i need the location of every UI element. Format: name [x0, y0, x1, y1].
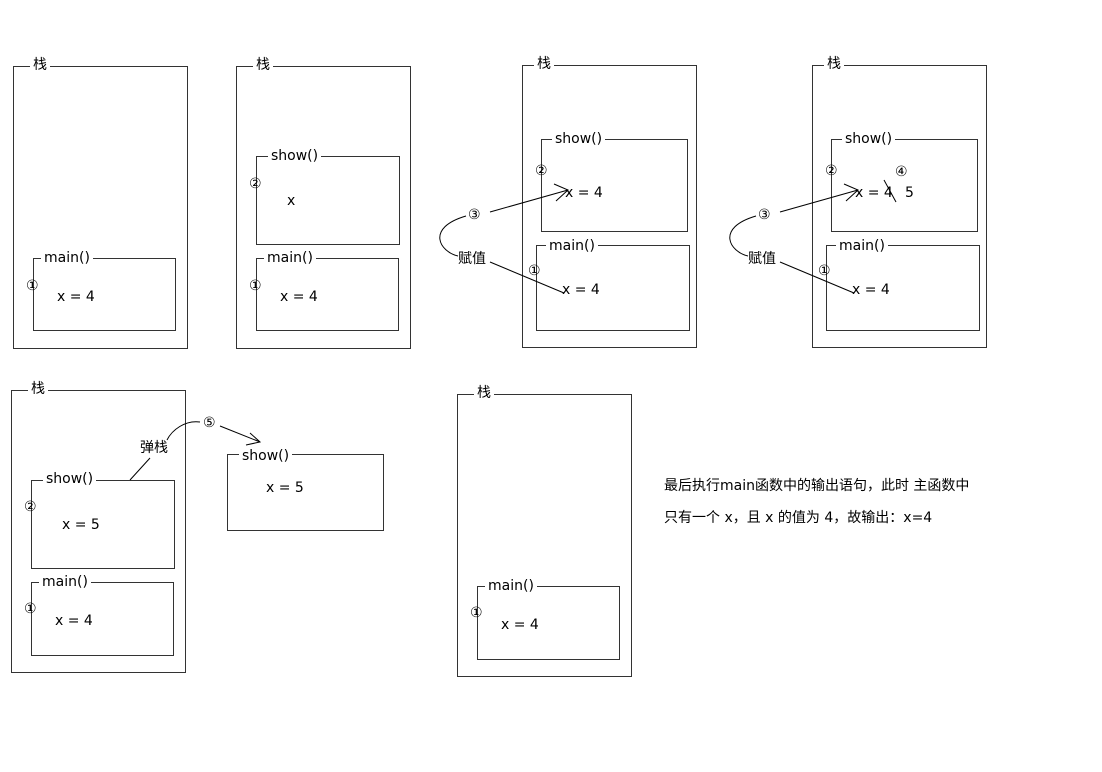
assign-label-4: 赋值	[748, 251, 776, 267]
marker-1-panel-4: ①	[818, 263, 831, 279]
assign-curve-4	[729, 215, 757, 257]
main-x-value-1: x = 4	[57, 289, 95, 305]
assign-label-3: 赋值	[458, 251, 486, 267]
marker-1-panel-3: ①	[528, 263, 541, 279]
main-x-value-2: x = 4	[280, 289, 318, 305]
caption-line-2: 只有一个 x，且 x 的值为 4，故输出：x=4	[664, 510, 933, 526]
show-x-value-3: x = 4	[565, 185, 603, 201]
marker-1-panel-6: ①	[470, 605, 483, 621]
marker-1-panel-2: ①	[249, 278, 262, 294]
main-label-1: main()	[41, 250, 93, 266]
marker-2-panel-2: ②	[249, 176, 262, 192]
marker-2-panel-5: ②	[24, 499, 37, 515]
caption-line-1: 最后执行main函数中的输出语句，此时 主函数中	[664, 478, 970, 494]
main-frame-6	[477, 586, 620, 660]
marker-1-panel-1: ①	[26, 278, 39, 294]
pop-arrow-5	[219, 425, 261, 443]
stack-label-2: 栈	[253, 57, 273, 73]
main-label-4: main()	[836, 238, 888, 254]
main-label-3: main()	[546, 238, 598, 254]
stack-label-3: 栈	[534, 56, 554, 72]
main-x-value-5: x = 4	[55, 613, 93, 629]
marker-5-panel-5: ⑤	[203, 415, 216, 431]
show-frame-5	[31, 480, 175, 569]
assign-curve-3	[439, 215, 467, 257]
stack-label-1: 栈	[30, 57, 50, 73]
explanation-caption: 最后执行main函数中的输出语句，此时 主函数中 只有一个 x，且 x 的值为 …	[664, 470, 969, 534]
show-x-declared-2: x	[287, 193, 296, 209]
main-label-6: main()	[485, 578, 537, 594]
main-frame-5	[31, 582, 174, 656]
show-label-3: show()	[552, 131, 606, 147]
marker-4-panel-4: ④	[895, 164, 908, 180]
show-frame-2	[256, 156, 400, 245]
marker-3-panel-4: ③	[758, 207, 771, 223]
stack-label-6: 栈	[474, 385, 494, 401]
popped-show-x-value: x = 5	[266, 480, 304, 496]
popped-show-frame	[227, 454, 384, 531]
marker-2-panel-4: ②	[825, 163, 838, 179]
main-frame-4	[826, 245, 980, 331]
main-frame-2	[256, 258, 399, 331]
show-label-4: show()	[842, 131, 896, 147]
stack-label-4: 栈	[824, 56, 844, 72]
pop-arrow-5-head	[245, 432, 262, 446]
main-label-2: main()	[264, 250, 316, 266]
main-frame-1	[33, 258, 176, 331]
stack-label-5: 栈	[28, 381, 48, 397]
main-x-value-6: x = 4	[501, 617, 539, 633]
main-x-value-4: x = 4	[852, 282, 890, 298]
show-x-new-value-4: 5	[905, 185, 914, 201]
show-x-overwritten-4: x = 4	[855, 185, 893, 201]
marker-3-panel-3: ③	[468, 207, 481, 223]
show-frame-3	[541, 139, 688, 232]
marker-2-panel-3: ②	[535, 163, 548, 179]
main-label-5: main()	[39, 574, 91, 590]
main-x-value-3: x = 4	[562, 282, 600, 298]
show-label-5: show()	[43, 471, 97, 487]
popped-show-label: show()	[239, 448, 293, 464]
main-frame-3	[536, 245, 690, 331]
show-x-value-5: x = 5	[62, 517, 100, 533]
marker-1-panel-5: ①	[24, 601, 37, 617]
pop-label-5: 弹栈	[140, 440, 168, 456]
show-label-2: show()	[268, 148, 322, 164]
